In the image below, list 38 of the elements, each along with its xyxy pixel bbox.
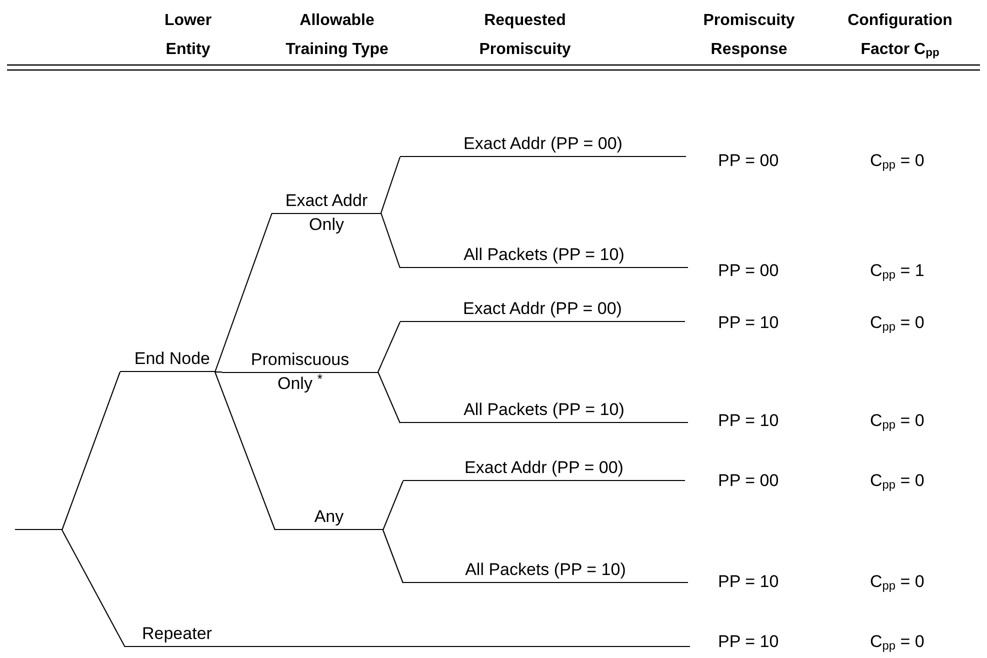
branch-label: Exact Addr (PP = 00) (403, 458, 685, 481)
column-header: Lower Entity (163, 11, 213, 60)
branch-line (382, 480, 404, 530)
branch-line (214, 212, 273, 372)
branch-line (62, 530, 126, 648)
column-header: Configuration Factor C$_{pp}$ (846, 11, 954, 62)
branch-label: Exact Addr (PP = 00) (400, 299, 685, 322)
branch-line (378, 322, 400, 372)
response-value: PP = 10 (718, 410, 779, 432)
branch-line (382, 530, 404, 584)
column-header: Promiscuity Response (702, 11, 796, 60)
branch-line (378, 372, 400, 424)
branch-label: All Packets (PP = 10) (403, 560, 688, 583)
response-value: PP = 00 (718, 260, 779, 282)
branch-label: Exact Addr (PP = 00) (400, 134, 686, 157)
config-factor: C$_{pp}$ = 0 (870, 571, 924, 593)
config-factor: C$_{pp}$ = 1 (870, 260, 924, 282)
response-value: PP = 10 (718, 312, 779, 334)
branch-label: Any (275, 507, 383, 530)
response-value: PP = 10 (718, 571, 779, 593)
branch-label: All Packets (PP = 10) (400, 245, 688, 268)
response-value: PP = 00 (718, 150, 779, 172)
branch-line (380, 212, 401, 268)
config-factor: C$_{pp}$ = 0 (870, 470, 924, 492)
branch-label: End Node (120, 349, 215, 372)
branch-line (61, 372, 121, 530)
response-value: PP = 00 (718, 470, 779, 492)
column-header: Requested Promiscuity (478, 11, 572, 60)
response-value: PP = 10 (718, 631, 779, 653)
column-header: Allowable Training Type (284, 11, 390, 60)
branch-line (380, 156, 401, 214)
config-factor: C$_{pp}$ = 0 (870, 631, 924, 653)
config-factor: C$_{pp}$ = 0 (870, 150, 924, 172)
branch-line (214, 372, 276, 530)
config-factor: C$_{pp}$ = 0 (870, 410, 924, 432)
branch-label: Repeater (125, 624, 690, 647)
config-factor: C$_{pp}$ = 0 (870, 312, 924, 334)
branch-label: All Packets (PP = 10) (400, 400, 688, 423)
